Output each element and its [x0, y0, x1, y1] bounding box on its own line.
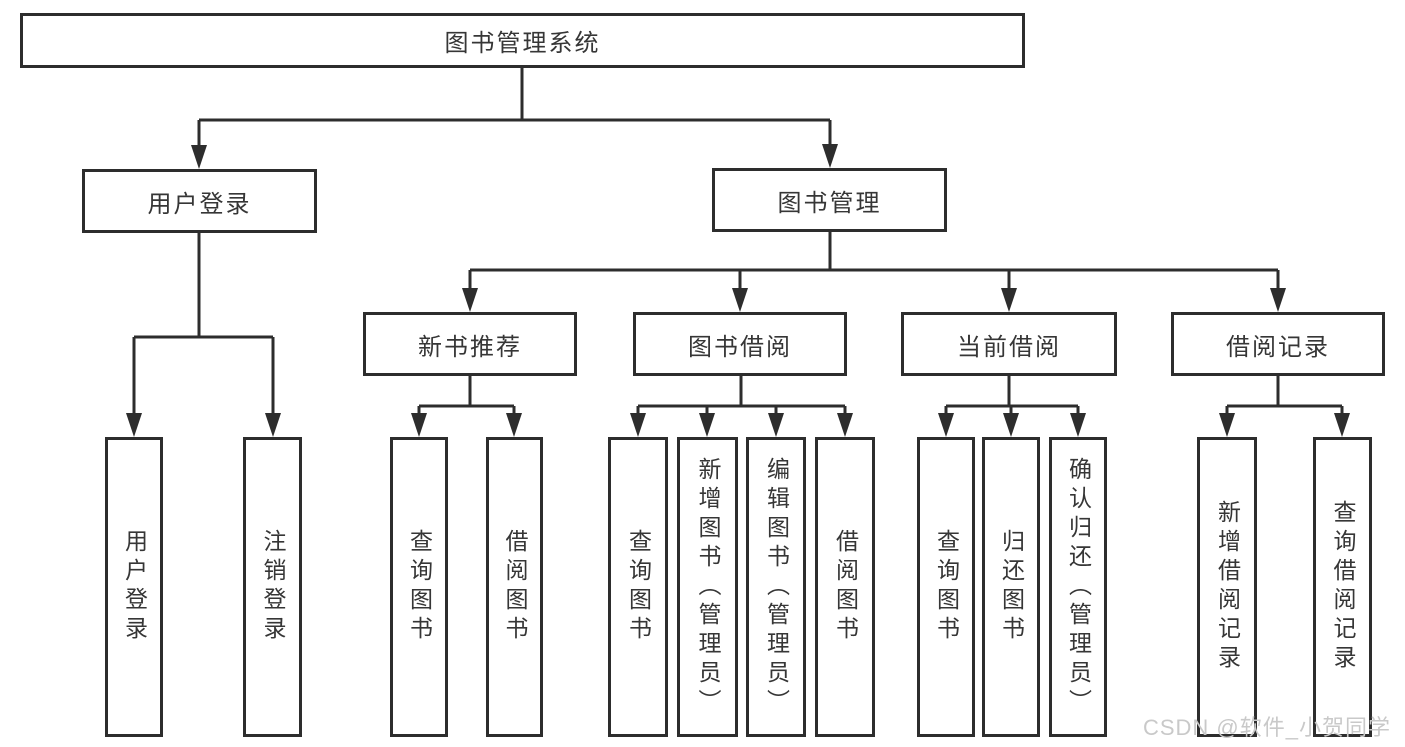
node-new-book-recommend: 新书推荐 — [363, 312, 577, 376]
node-book-management: 图书管理 — [712, 168, 947, 232]
leaf-query-books-current-label: 查询图书 — [933, 529, 960, 645]
leaf-query-books-borrow: 查询图书 — [608, 437, 668, 737]
leaf-query-books-borrow-label: 查询图书 — [625, 529, 652, 645]
leaf-edit-book-admin-label: 编辑图书（管理员） — [763, 456, 790, 718]
leaf-confirm-return-admin: 确认归还（管理员） — [1049, 437, 1107, 737]
leaf-add-borrow-record-label: 新增借阅记录 — [1214, 500, 1241, 674]
leaf-query-books-recommend-label: 查询图书 — [406, 529, 433, 645]
leaf-query-books-current: 查询图书 — [917, 437, 975, 737]
node-user-login: 用户登录 — [82, 169, 317, 233]
arrowheads — [126, 144, 1350, 437]
leaf-logout-label: 注销登录 — [260, 529, 286, 645]
connector-path — [132, 68, 1344, 418]
node-borrow-records: 借阅记录 — [1171, 312, 1385, 376]
leaf-edit-book-admin: 编辑图书（管理员） — [746, 437, 806, 737]
leaf-query-books-recommend: 查询图书 — [390, 437, 448, 737]
leaf-user-login: 用户登录 — [105, 437, 163, 737]
node-book-borrow: 图书借阅 — [633, 312, 847, 376]
leaf-borrow-books-recommend: 借阅图书 — [486, 437, 543, 737]
leaf-add-book-admin: 新增图书（管理员） — [677, 437, 738, 737]
leaf-borrow-books-label: 借阅图书 — [832, 529, 859, 645]
leaf-add-borrow-record: 新增借阅记录 — [1197, 437, 1257, 737]
leaf-logout: 注销登录 — [243, 437, 302, 737]
leaf-confirm-return-admin-label: 确认归还（管理员） — [1065, 456, 1092, 718]
leaf-user-login-label: 用户登录 — [121, 529, 148, 645]
csdn-watermark: CSDN @软件_小贺同学 — [1142, 715, 1391, 740]
leaf-add-book-admin-label: 新增图书（管理员） — [695, 456, 721, 718]
leaf-query-borrow-record-label: 查询借阅记录 — [1330, 500, 1356, 674]
node-current-borrow: 当前借阅 — [901, 312, 1117, 376]
leaf-borrow-books: 借阅图书 — [815, 437, 875, 737]
leaf-borrow-books-recommend-label: 借阅图书 — [502, 529, 528, 645]
leaf-return-books: 归还图书 — [982, 437, 1040, 737]
leaf-query-borrow-record: 查询借阅记录 — [1313, 437, 1372, 737]
leaf-return-books-label: 归还图书 — [998, 529, 1025, 645]
node-library-system: 图书管理系统 — [20, 13, 1025, 68]
